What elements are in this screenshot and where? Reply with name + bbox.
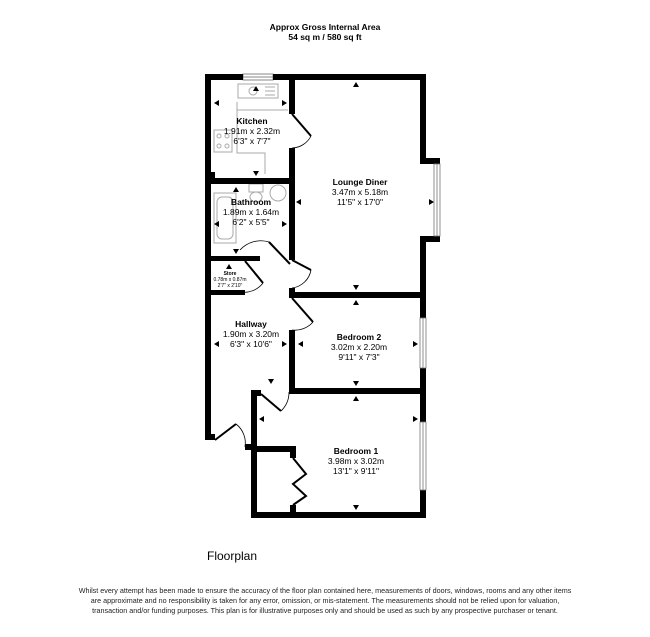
dimension-arrows [214,82,434,510]
store-door [244,260,264,284]
basin-icon [269,184,287,202]
room-name: Hallway [235,319,267,329]
room-kitchen: Kitchen 1.91m x 2.32m 6'3" x 7'7" [224,116,280,146]
bath-icon [213,192,237,244]
area-title: Approx Gross Internal Area [269,22,381,32]
room-metric: 3.47m x 5.18m [331,187,389,197]
room-metric: 3.98m x 3.02m [327,456,385,466]
room-metric: 1.89m x 1.64m [222,207,280,217]
room-lounge-diner: Lounge Diner 3.47m x 5.18m 11'5" x 17'0" [332,177,388,207]
toilet-icon [248,183,264,193]
area-value: 54 sq m / 580 sq ft [288,32,362,42]
room-metric: 1.90m x 3.20m [222,329,280,339]
sink-icon [237,83,279,99]
room-imperial: 9'11" x 7'3" [338,352,380,362]
room-imperial: 13'1" x 9'11" [332,466,379,476]
room-name: Kitchen [236,116,268,126]
disclaimer-text: Whilst every attempt has been made to en… [78,586,572,615]
room-hallway: Hallway 1.90m x 3.20m 6'3" x 10'6" [223,319,279,349]
room-name: Bedroom 2 [336,332,382,342]
room-imperial: 6'3" x 7'7" [233,136,271,146]
room-metric: 1.91m x 2.32m [223,126,281,136]
room-name: Bedroom 1 [333,446,379,456]
room-store: Store 0.78m x 0.87m 2'7" x 2'10" [213,271,246,289]
bedroom2-door [291,297,314,323]
room-metric: 3.02m x 2.20m [330,342,388,352]
entrance-door [214,423,237,441]
room-name: Lounge Diner [332,177,388,187]
area-header: Approx Gross Internal Area 54 sq m / 580… [0,22,650,42]
room-bedroom-1: Bedroom 1 3.98m x 3.02m 13'1" x 9'11" [328,446,384,476]
room-bathroom: Bathroom 1.89m x 1.64m 6'2" x 5'5" [223,197,279,227]
room-bedroom-2: Bedroom 2 3.02m x 2.20m 9'11" x 7'3" [331,332,387,362]
doors [214,113,314,506]
room-name: Bathroom [230,197,272,207]
bathroom-door [268,241,291,265]
bedroom1-door [260,393,282,412]
room-imperial: 2'7" x 2'10" [217,283,243,289]
walls [205,74,440,518]
kitchen-door [291,113,312,137]
room-imperial: 11'5" x 17'0" [336,197,383,207]
wardrobe-door [291,457,308,506]
floorplan-title: Floorplan [207,549,258,563]
room-metric: 0.78m x 0.87m [213,277,247,283]
windows [419,163,441,491]
room-name: Store [223,271,237,277]
hob-icon [213,129,233,153]
lounge-door [291,259,312,271]
room-imperial: 6'3" x 10'6" [230,339,272,349]
room-imperial: 6'2" x 5'5" [232,217,270,227]
fixtures [213,73,288,244]
